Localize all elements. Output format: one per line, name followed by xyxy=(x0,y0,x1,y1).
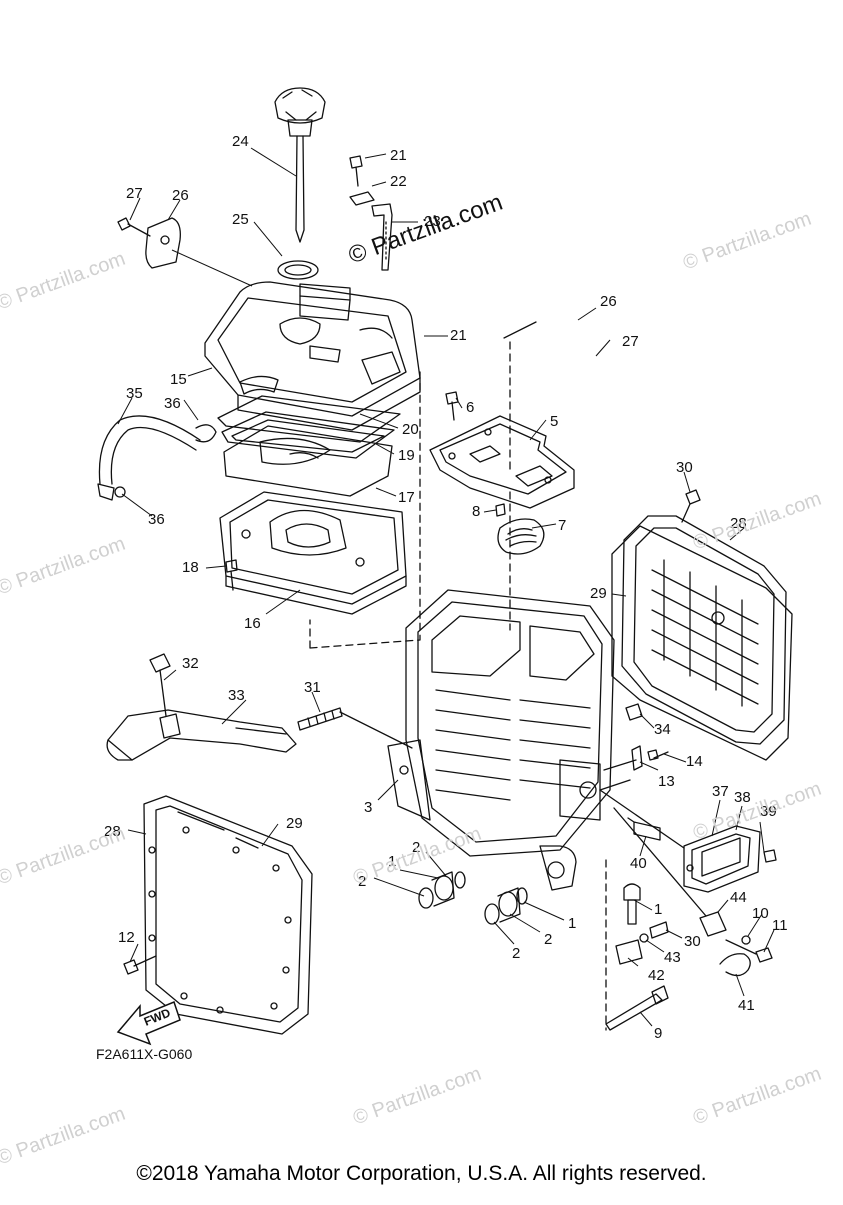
callout-13: 13 xyxy=(658,773,675,790)
callout-25: 25 xyxy=(232,211,249,228)
callout-19: 19 xyxy=(398,447,415,464)
fwd-arrow: FWD xyxy=(116,1001,181,1046)
callout-24: 24 xyxy=(232,133,249,150)
copyright-notice: ©2018 Yamaha Motor Corporation, U.S.A. A… xyxy=(136,1162,707,1185)
callout-2: 2 xyxy=(412,839,420,856)
callout-26: 26 xyxy=(600,293,617,310)
callout-2: 2 xyxy=(358,873,366,890)
callout-3: 3 xyxy=(364,799,372,816)
callout-8: 8 xyxy=(472,503,480,520)
callout-36: 36 xyxy=(148,511,165,528)
part-side-cover-right xyxy=(621,515,787,745)
callout-2: 2 xyxy=(512,945,520,962)
callout-10: 10 xyxy=(752,905,769,922)
callout-26: 26 xyxy=(172,187,189,204)
callout-28: 28 xyxy=(730,515,747,532)
callout-42: 42 xyxy=(648,967,665,984)
callout-31: 31 xyxy=(304,679,321,696)
callout-5: 5 xyxy=(550,413,558,430)
callout-16: 16 xyxy=(244,615,261,632)
callout-29: 29 xyxy=(590,585,607,602)
callout-18: 18 xyxy=(182,559,199,576)
callout-27: 27 xyxy=(126,185,143,202)
callout-23: 23 xyxy=(424,213,441,230)
callout-37: 37 xyxy=(712,783,729,800)
part-side-cover-left xyxy=(143,795,313,1035)
callout-11: 11 xyxy=(772,917,788,934)
callout-1: 1 xyxy=(388,853,396,870)
callout-29: 29 xyxy=(286,815,303,832)
callout-40: 40 xyxy=(630,855,647,872)
callout-20: 20 xyxy=(402,421,419,438)
callout-30: 30 xyxy=(676,459,693,476)
callout-34: 34 xyxy=(654,721,671,738)
callout-14: 14 xyxy=(686,753,703,770)
callout-9: 9 xyxy=(654,1025,662,1042)
callout-41: 41 xyxy=(738,997,755,1014)
callout-28: 28 xyxy=(104,823,121,840)
diagram-code: F2A611X-G060 xyxy=(96,1046,193,1062)
callout-1: 1 xyxy=(654,901,662,918)
part-breather-box xyxy=(219,491,407,615)
callout-43: 43 xyxy=(664,949,681,966)
callout-6: 6 xyxy=(466,399,474,416)
part-crankcase xyxy=(387,589,615,891)
callout-21: 21 xyxy=(450,327,467,344)
callout-30: 30 xyxy=(684,933,701,950)
callout-39: 39 xyxy=(760,803,777,820)
callout-36: 36 xyxy=(164,395,181,412)
callout-27: 27 xyxy=(622,333,639,350)
callout-44: 44 xyxy=(730,889,747,906)
callout-33: 33 xyxy=(228,687,245,704)
callout-38: 38 xyxy=(734,789,751,806)
callout-32: 32 xyxy=(182,655,199,672)
part-ring xyxy=(277,260,319,280)
callout-21: 21 xyxy=(390,147,407,164)
callout-22: 22 xyxy=(390,173,407,190)
callout-17: 17 xyxy=(398,489,415,506)
part-dipstick xyxy=(274,87,326,243)
leader-lines xyxy=(117,147,775,1027)
callout-2: 2 xyxy=(544,931,552,948)
callout-15: 15 xyxy=(170,371,187,388)
callout-7: 7 xyxy=(558,517,566,534)
callout-1: 1 xyxy=(568,915,576,932)
callout-12: 12 xyxy=(118,929,135,946)
callout-35: 35 xyxy=(126,385,143,402)
